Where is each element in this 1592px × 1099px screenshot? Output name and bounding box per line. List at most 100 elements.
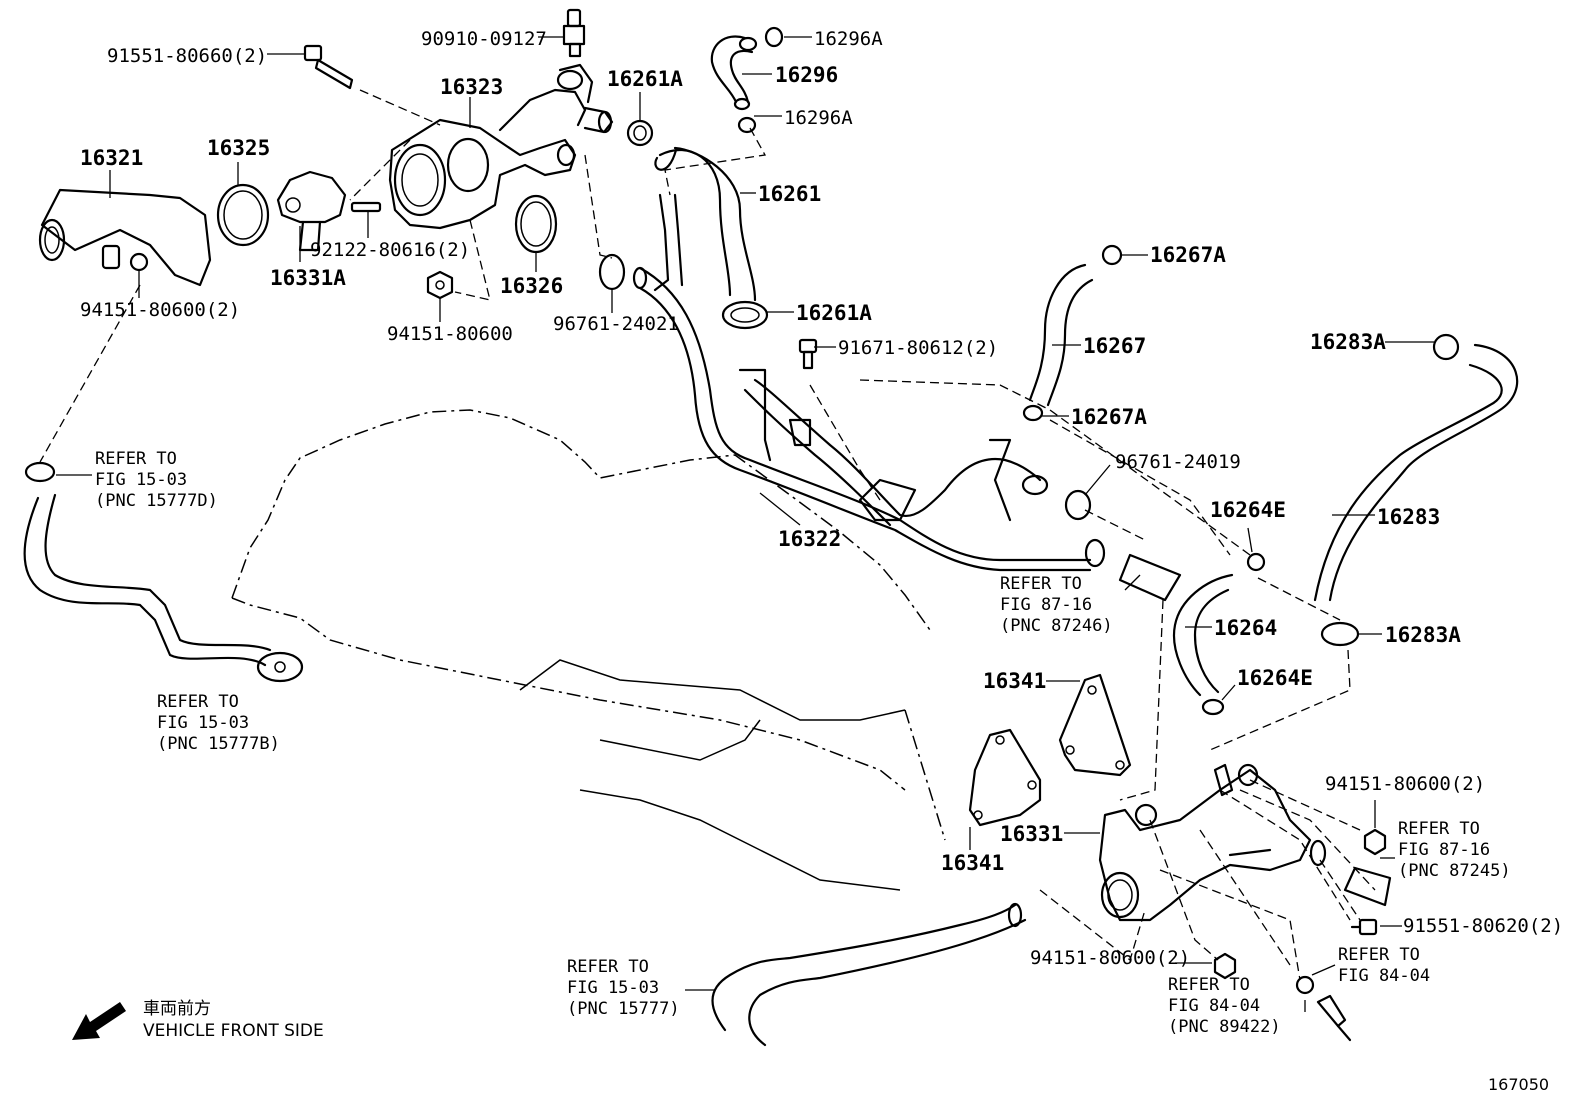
label-16267A-top: 16267A xyxy=(1150,243,1226,267)
label-96761-24019: 96761-24019 xyxy=(1115,451,1241,473)
svg-text:FIG 15-03: FIG 15-03 xyxy=(567,978,659,998)
label-16283A-bottom: 16283A xyxy=(1385,623,1461,647)
ref-87245: REFER TO FIG 87-16 (PNC 87245) xyxy=(1398,819,1511,881)
svg-text:REFER TO: REFER TO xyxy=(1168,975,1250,995)
label-16326: 16326 xyxy=(500,274,563,298)
label-16323: 16323 xyxy=(440,75,503,99)
label-94151-2-top: 94151-80600(2) xyxy=(80,299,240,321)
label-16341-top: 16341 xyxy=(983,669,1046,693)
label-16296: 16296 xyxy=(775,63,838,87)
svg-text:(PNC 89422): (PNC 89422) xyxy=(1168,1017,1281,1037)
lower-left-hose xyxy=(23,461,304,683)
svg-text:(PNC 15777D): (PNC 15777D) xyxy=(95,491,218,511)
ref-89422: REFER TO FIG 84-04 (PNC 89422) xyxy=(1168,975,1281,1037)
hose-16261 xyxy=(654,146,757,302)
ref-84-04: REFER TO FIG 84-04 xyxy=(1338,945,1430,986)
label-16264E-bottom: 16264E xyxy=(1237,666,1313,690)
clamp-16261A-top xyxy=(626,119,654,147)
svg-text:(PNC 87246): (PNC 87246) xyxy=(1000,616,1113,636)
label-16283: 16283 xyxy=(1377,505,1440,529)
svg-text:FIG 84-04: FIG 84-04 xyxy=(1338,966,1430,986)
svg-text:REFER TO: REFER TO xyxy=(1398,819,1480,839)
label-16331: 16331 xyxy=(1000,822,1063,846)
label-16341-bottom: 16341 xyxy=(941,851,1004,875)
svg-text:FIG 87-16: FIG 87-16 xyxy=(1000,595,1092,615)
nut-94151-top xyxy=(426,270,454,300)
label-16296A-top: 16296A xyxy=(814,28,883,50)
bolt-91551-80620 xyxy=(1350,918,1378,936)
gasket-16341-bottom xyxy=(968,728,1042,827)
leader-lines xyxy=(56,36,1434,1012)
label-16322: 16322 xyxy=(778,527,841,551)
label-16264: 16264 xyxy=(1214,616,1277,640)
clamp-16261A-mid xyxy=(721,300,769,330)
label-16264E-top: 16264E xyxy=(1210,498,1286,522)
reference-notes: REFER TO FIG 15-03 (PNC 15777D) REFER TO… xyxy=(95,449,1511,1037)
label-16267A-bottom: 16267A xyxy=(1071,405,1147,429)
hose-16264 xyxy=(1118,552,1266,716)
label-94151-2-bottom: 94151-80600(2) xyxy=(1030,947,1190,969)
o-ring-96761-24021 xyxy=(598,253,626,291)
svg-text:REFER TO: REFER TO xyxy=(157,692,239,712)
svg-text:FIG 15-03: FIG 15-03 xyxy=(157,713,249,733)
hose-16267 xyxy=(1022,244,1123,422)
label-91551-80660: 91551-80660(2) xyxy=(107,45,267,67)
label-96761-24021: 96761-24021 xyxy=(553,313,679,335)
label-16267: 16267 xyxy=(1083,334,1146,358)
svg-text:FIG 15-03: FIG 15-03 xyxy=(95,470,187,490)
label-94151-2-right: 94151-80600(2) xyxy=(1325,773,1485,795)
stud-92122 xyxy=(350,201,382,213)
label-16261: 16261 xyxy=(758,182,821,206)
svg-text:REFER TO: REFER TO xyxy=(95,449,177,469)
figure-number: 167050 xyxy=(1488,1075,1549,1094)
label-92122: 92122-80616(2) xyxy=(310,239,470,261)
label-16261A-mid: 16261A xyxy=(796,301,872,325)
label-91671: 91671-80612(2) xyxy=(838,337,998,359)
lower-front-hose xyxy=(711,902,1027,1047)
thermostat-16331A xyxy=(276,170,347,252)
svg-text:REFER TO: REFER TO xyxy=(1000,574,1082,594)
svg-text:(PNC 15777): (PNC 15777) xyxy=(567,999,680,1019)
front-note-japanese: 車両前方 xyxy=(143,999,211,1019)
engine-block-outline xyxy=(231,409,946,891)
water-inlet-housing-16323 xyxy=(388,63,614,230)
svg-text:REFER TO: REFER TO xyxy=(567,957,649,977)
ref-15777B: REFER TO FIG 15-03 (PNC 15777B) xyxy=(157,692,280,754)
water-inlet-16331 xyxy=(1098,763,1327,922)
ref-15777D: REFER TO FIG 15-03 (PNC 15777D) xyxy=(95,449,218,511)
label-91551-80620: 91551-80620(2) xyxy=(1403,915,1563,937)
pipe-16322 xyxy=(632,193,1106,572)
sensor-89422 xyxy=(1295,975,1352,1042)
water-outlet-16321 xyxy=(38,188,212,287)
bolt-91551-80660 xyxy=(303,44,354,90)
gasket-16326 xyxy=(514,194,558,254)
hose-87245-stub xyxy=(1343,866,1392,907)
hose-16283 xyxy=(1313,333,1519,647)
part-labels: 16296A 16296 16296A 90910-09127 91551-80… xyxy=(80,28,1563,969)
label-16331A: 16331A xyxy=(270,266,346,290)
nut-94151-bottom xyxy=(1213,952,1237,980)
svg-text:(PNC 87245): (PNC 87245) xyxy=(1398,861,1511,881)
label-16283A-top: 16283A xyxy=(1310,330,1386,354)
label-16296A-bottom: 16296A xyxy=(784,107,853,129)
label-90910: 90910-09127 xyxy=(421,28,547,50)
alignment-lines xyxy=(39,89,1376,981)
ref-87246: REFER TO FIG 87-16 (PNC 87246) xyxy=(1000,574,1113,636)
label-16261A-top: 16261A xyxy=(607,67,683,91)
label-16325: 16325 xyxy=(207,136,270,160)
o-ring-96761-24019 xyxy=(1064,489,1092,521)
sensor-90910 xyxy=(562,8,586,58)
nut-94151-right xyxy=(1363,828,1387,856)
svg-text:(PNC 15777B): (PNC 15777B) xyxy=(157,734,280,754)
hose-16296 xyxy=(710,26,784,134)
gasket-16325 xyxy=(216,183,270,247)
vehicle-front-indicator: 車両前方 VEHICLE FRONT SIDE xyxy=(72,999,324,1041)
svg-text:FIG 87-16: FIG 87-16 xyxy=(1398,840,1490,860)
gasket-16341-top xyxy=(1058,673,1132,777)
svg-text:FIG 84-04: FIG 84-04 xyxy=(1168,996,1260,1016)
label-94151-single: 94151-80600 xyxy=(387,323,513,345)
svg-text:REFER TO: REFER TO xyxy=(1338,945,1420,965)
front-arrow-icon xyxy=(72,1002,126,1040)
front-note-english: VEHICLE FRONT SIDE xyxy=(143,1021,324,1041)
